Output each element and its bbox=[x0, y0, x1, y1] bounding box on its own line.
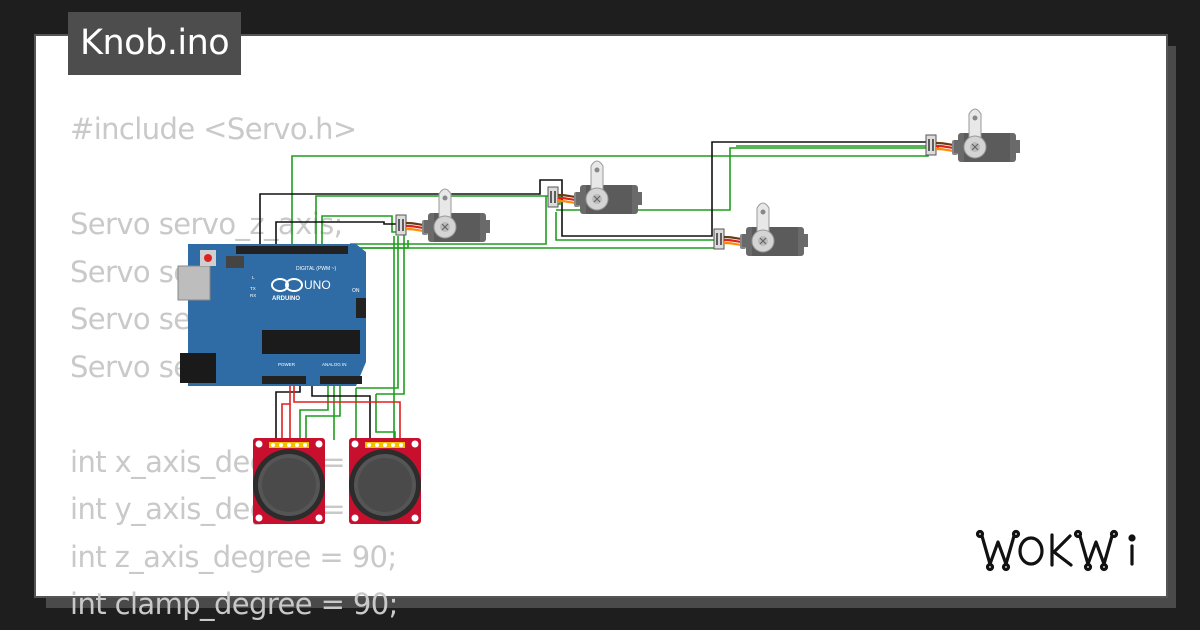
joystick-module[interactable] bbox=[253, 438, 325, 524]
wokwi-logo bbox=[975, 529, 1136, 572]
servo-motor[interactable] bbox=[712, 201, 810, 258]
analog-pins-label: ANALOG IN bbox=[322, 362, 347, 367]
digital-pins-label: DIGITAL (PWM ~) bbox=[296, 266, 336, 272]
project-title: Knob.ino bbox=[68, 12, 242, 75]
code-line: int clamp_degree = 90; bbox=[70, 587, 398, 621]
l-led-label: L bbox=[252, 275, 255, 280]
rx-led-label: RX bbox=[250, 293, 256, 298]
tx-led-label: TX bbox=[250, 286, 256, 291]
servo-motor[interactable] bbox=[924, 107, 1022, 164]
servo-motor[interactable] bbox=[394, 187, 492, 244]
code-line: int z_axis_degree = 90; bbox=[70, 539, 397, 574]
arduino-uno-board[interactable]: UNO ARDUINO DIGITAL (PWM ~) POWER ANALOG… bbox=[177, 244, 366, 386]
power-pins-label: POWER bbox=[278, 362, 296, 367]
arduino-brand-label: ARDUINO bbox=[272, 296, 300, 302]
code-line: Servo servo_z_axis; bbox=[70, 207, 343, 241]
code-line: #include <Servo.h> bbox=[70, 112, 357, 146]
joystick-module[interactable] bbox=[349, 438, 421, 524]
on-led-label: ON bbox=[352, 288, 360, 294]
arduino-model-label: UNO bbox=[304, 278, 331, 292]
